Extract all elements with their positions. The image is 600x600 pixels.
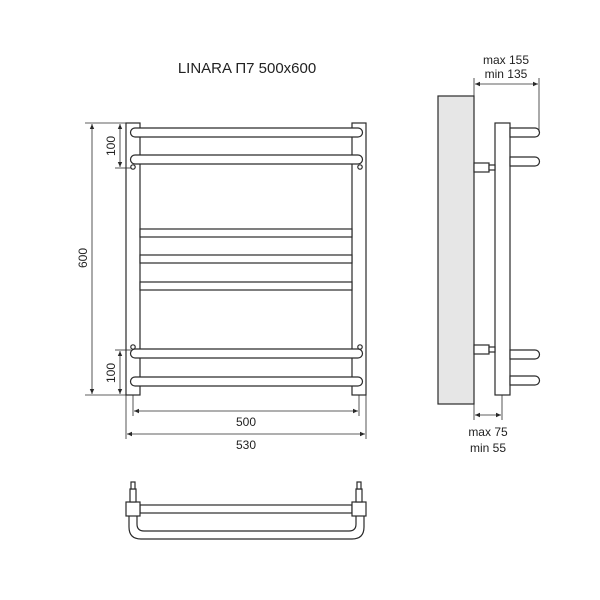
wall bbox=[437, 95, 475, 405]
wall-bracket bbox=[473, 344, 496, 355]
dim-depth-max-top: max 155 bbox=[483, 53, 529, 67]
top-view bbox=[125, 481, 367, 540]
side-post bbox=[494, 122, 511, 396]
round-bar bbox=[129, 127, 364, 138]
side-view: max 155 min 135 max 75 min 55 bbox=[437, 53, 541, 455]
round-bar bbox=[129, 154, 364, 170]
round-bar bbox=[129, 376, 364, 387]
flat-bar bbox=[139, 254, 353, 264]
front-view: 600 100 100 500 530 bbox=[76, 122, 367, 452]
side-bar bbox=[509, 375, 541, 386]
dim-inner-width: 500 bbox=[236, 415, 256, 429]
top-view-bar bbox=[139, 504, 353, 514]
round-bar bbox=[129, 344, 364, 359]
side-bar bbox=[509, 349, 541, 360]
flat-bar bbox=[139, 228, 353, 238]
dim-outer-width: 530 bbox=[236, 438, 256, 452]
dim-depth-min-bottom: min 55 bbox=[470, 441, 506, 455]
dim-depth-max-bottom: max 75 bbox=[468, 425, 508, 439]
side-bar bbox=[509, 127, 541, 138]
dim-top-spacing: 100 bbox=[104, 136, 118, 156]
wall-bracket bbox=[473, 162, 496, 173]
dim-depth-min-top: min 135 bbox=[485, 67, 528, 81]
dim-height-total: 600 bbox=[76, 248, 90, 268]
fitting-left bbox=[125, 501, 141, 517]
flat-bar bbox=[139, 281, 353, 291]
product-title: LINARA П7 500x600 bbox=[178, 60, 316, 77]
side-bar bbox=[509, 156, 541, 167]
dim-bottom-spacing: 100 bbox=[104, 363, 118, 383]
fitting-right bbox=[351, 501, 367, 517]
